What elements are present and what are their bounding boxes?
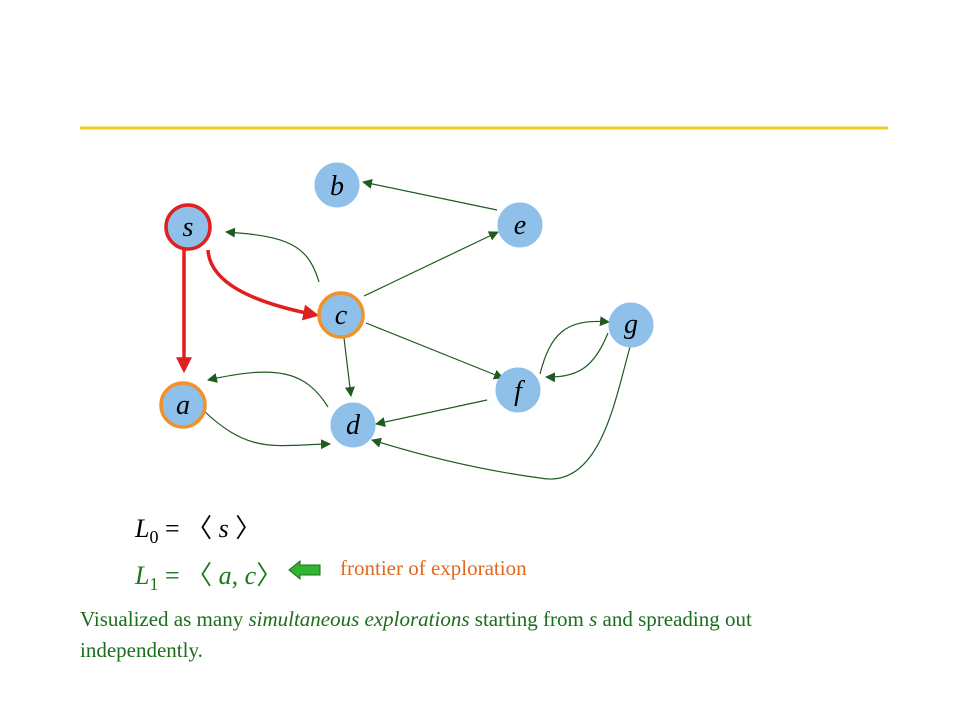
svg-text:d: d (346, 410, 361, 441)
node-a: a (159, 381, 207, 429)
edge-g-f (545, 332, 609, 383)
svg-text:e: e (514, 210, 526, 241)
caption: Visualized as many simultaneous explorat… (80, 607, 752, 662)
svg-text:c: c (335, 300, 348, 331)
svg-text:a: a (176, 390, 190, 421)
edge-f-g (539, 316, 610, 375)
svg-text:g: g (624, 309, 638, 340)
edge-g-d (371, 346, 631, 480)
node-c: c (317, 291, 365, 339)
node-s: s (164, 203, 212, 251)
edge-c-s (225, 227, 320, 283)
svg-text:b: b (330, 171, 344, 202)
node-g: g (608, 302, 654, 348)
level-0: L0 = 〈 s 〉 (135, 514, 262, 547)
edge-c-d (343, 337, 355, 397)
edge-e-b (362, 178, 498, 211)
edge-f-d (375, 399, 488, 427)
node-d: d (330, 402, 376, 448)
tree-edge-s-c (206, 249, 320, 321)
edge-a-d (202, 409, 331, 450)
node-e: e (497, 202, 543, 248)
level-1: L1 = 〈 a, c〉 (135, 561, 283, 594)
frontier-label: frontier of exploration (340, 556, 527, 580)
edge-d-a (207, 371, 329, 408)
node-f: f (495, 367, 541, 413)
svg-text:f: f (514, 376, 525, 407)
svg-text:s: s (183, 212, 194, 243)
edge-c-f (365, 322, 504, 380)
frontier-arrow-icon (288, 559, 321, 581)
edge-c-e (363, 231, 499, 297)
node-b: b (314, 162, 360, 208)
